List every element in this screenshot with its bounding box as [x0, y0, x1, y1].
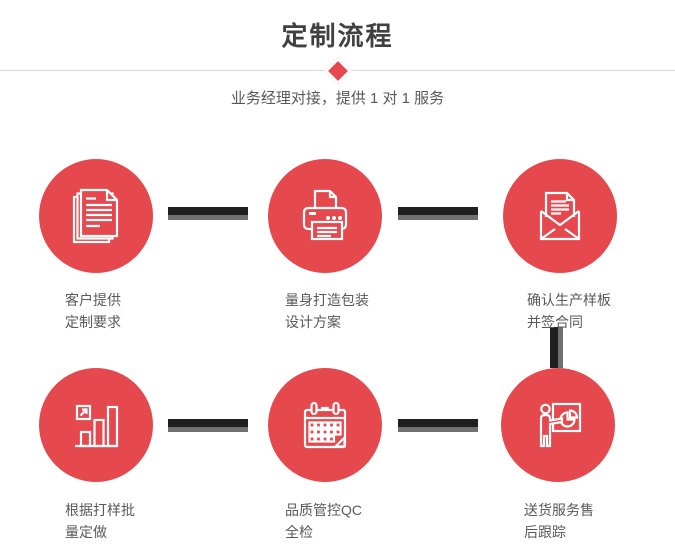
- connector-step5-step6: [398, 419, 478, 432]
- step-circle-2: [268, 159, 382, 273]
- step-circle-3: [503, 159, 617, 273]
- connector-step4-step5: [168, 419, 248, 432]
- step-label-2: 量身打造包装 设计方案: [285, 289, 369, 333]
- step-label-5-line2: 全检: [285, 524, 313, 540]
- step-label-5-line1: 品质管控QC: [285, 502, 362, 518]
- step-label-4-line1: 根据打样批: [65, 502, 135, 518]
- bar-chart-icon: [75, 404, 119, 448]
- page-title: 定制流程: [281, 21, 394, 51]
- connector-step1-step2: [168, 207, 248, 220]
- step-label-1: 客户提供 定制要求: [65, 289, 121, 333]
- connector-step3-step6: [550, 327, 563, 368]
- step-circle-1: [39, 159, 153, 273]
- presenter-icon: [539, 402, 582, 448]
- step-label-5: 品质管控QC 全检: [285, 499, 362, 543]
- step-label-1-line1: 客户提供: [65, 292, 121, 308]
- step-circle-6: [501, 368, 615, 482]
- step-label-3: 确认生产样板 并签合同: [527, 289, 611, 333]
- step-label-4-line2: 量定做: [65, 524, 107, 540]
- page-subtitle: 业务经理对接，提供 1 对 1 服务: [230, 90, 445, 107]
- step-label-2-line2: 设计方案: [285, 314, 341, 330]
- step-label-1-line2: 定制要求: [65, 314, 121, 330]
- connector-step2-step3: [398, 207, 478, 220]
- step-label-6-line2: 后跟踪: [524, 524, 566, 540]
- step-circle-4: [39, 368, 153, 482]
- step-label-6: 送货服务售 后跟踪: [524, 499, 594, 543]
- diamond-icon: [323, 56, 353, 86]
- step-label-4: 根据打样批 量定做: [65, 499, 135, 543]
- step-label-2-line1: 量身打造包装: [285, 292, 369, 308]
- step-label-3-line2: 并签合同: [527, 314, 583, 330]
- documents-icon: [72, 188, 119, 244]
- printer-icon: [302, 189, 348, 241]
- envelope-icon: [539, 191, 581, 241]
- step-label-3-line1: 确认生产样板: [527, 292, 611, 308]
- step-label-6-line1: 送货服务售: [524, 502, 594, 518]
- step-circle-5: [268, 368, 382, 482]
- calendar-icon: [303, 401, 347, 449]
